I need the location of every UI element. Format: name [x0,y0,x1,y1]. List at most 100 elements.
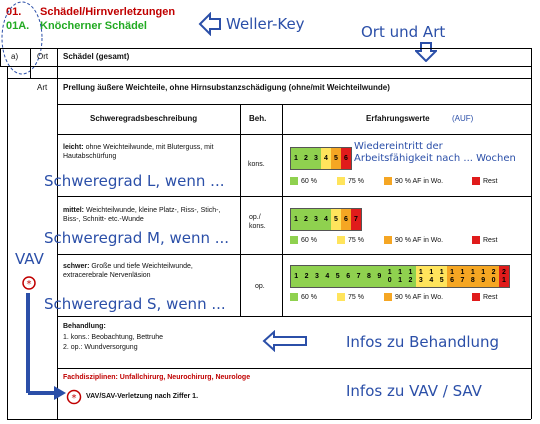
weller-key-label: Weller-Key [226,15,305,33]
row-leicht-desc: leicht: ohne Weichteilwunde, mit Bluterg… [63,144,214,160]
legend-label: 75 % [348,177,364,185]
col-schweregrad-header: Schweregradsbeschreibung [90,114,198,123]
behandlung-item-2: 2. op.: Wundversorgung [63,344,138,351]
auf-week-cell: 1 [291,148,301,169]
legend-label: 75 % [348,293,364,301]
row-schwer-beh: op. [255,283,265,290]
auf-week-cell: 3 [311,266,323,287]
vav-star-icon: * [66,389,82,405]
col-erfahrung-header: Erfahrungswerte [366,114,430,123]
auf-week-cell: 5 [332,266,343,287]
ort-und-art-label: Ort und Art [361,23,446,41]
auf-week-cell: 4 [321,209,331,230]
behandlung-title: Behandlung: [63,323,106,330]
down-arrow-icon [415,42,437,62]
legend-item: Rest [472,177,497,185]
fachdisziplinen: Fachdisziplinen: Unfallchirurg, Neurochi… [63,374,251,381]
auf-week-cell: 7 [353,266,364,287]
auf-week-cell: 5 [331,148,341,169]
legend-label: 75 % [348,236,364,244]
auf-week-cell: 5 [331,209,341,230]
legend-item: Rest [472,293,497,301]
auf-week-cell: 4 [321,148,331,169]
legend-item: 75 % [337,177,364,185]
auf-week-cell: 9 [374,266,385,287]
auf-week-cell: 2 [301,209,311,230]
svg-text:*: * [27,279,32,290]
legend-swatch [290,293,298,301]
legend-item: 75 % [337,236,364,244]
auf-week-cell: 1 [291,209,301,230]
legend-swatch [337,293,345,301]
auf-week-cell: 4 [322,266,333,287]
vav-label: VAV [15,250,44,268]
legend-swatch [384,293,392,301]
schweregrad-s-label: Schweregrad S, wenn ... [44,295,226,313]
art-value: Prellung äußere Weichteile, ohne Hirnsub… [63,83,390,92]
legend-label: Rest [483,293,498,301]
schweregrad-l-label: Schweregrad L, wenn ... [44,172,225,190]
auf-week-cell: 7 [351,209,361,230]
col-auf-header: (AUF) [452,114,474,123]
chapter-title: Schädel/Hirnverletzungen [40,6,176,18]
auf-week-cell: 3 [311,209,321,230]
left-arrow-icon [198,12,221,36]
key-highlight-oval [1,1,43,75]
auf-week-cell: 3 [311,148,321,169]
vav-sav-text: VAV/SAV-Verletzung nach Ziffer 1. [86,393,199,400]
vav-connector-arrow: * [22,276,66,400]
legend-item: 90 % AF in Wo. [384,177,443,185]
auf-week-cell: 2 [301,266,312,287]
legend-item: Rest [472,236,497,244]
auf-week-cell: 1 [291,266,302,287]
col-beh-header: Beh. [249,114,267,123]
legend-label: 60 % [301,236,317,244]
row-schwer-desc: schwer: Große und tiefe Weichteilwunde, … [63,263,193,279]
legend-swatch [384,177,392,185]
legend-swatch [290,177,298,185]
col-a-label: a) [11,52,19,61]
row-leicht-beh: kons. [248,161,265,168]
subchapter-code: 01A. [6,20,30,32]
legend-swatch [384,236,392,244]
legend-item: 75 % [337,293,364,301]
row-mittel-desc: mittel: Weichteilwunde, kleine Platz-, R… [63,207,221,223]
legend-label: 90 % AF in Wo. [395,177,444,185]
chapter-code: 01. [6,6,22,18]
auf-week-cell: 6 [342,266,354,287]
schweregrad-m-label: Schweregrad M, wenn ... [44,229,230,247]
legend-swatch [337,177,345,185]
legend-swatch [337,236,345,244]
legend-swatch [472,177,480,185]
wiedereintritt-label: Wiedereintritt der Arbeitsfähigkeit nach… [354,141,516,164]
legend-label: Rest [483,236,498,244]
legend-swatch [472,236,480,244]
col-art-label: Art [37,83,48,92]
legend-swatch [290,236,298,244]
legend-swatch [472,293,480,301]
left-arrow-icon [262,330,307,352]
legend-item: 60 % [290,293,317,301]
legend-item: 90 % AF in Wo. [384,293,443,301]
row-mittel-beh: op./ kons. [249,214,266,230]
infos-vav-sav-label: Infos zu VAV / SAV [346,382,482,400]
legend-item: 60 % [290,236,317,244]
legend-item: 60 % [290,177,317,185]
legend-label: 60 % [301,293,317,301]
col-ort-label: Ort [37,52,49,61]
legend-label: 60 % [301,177,317,185]
auf-week-cell: 6 [341,209,351,230]
legend-label: 90 % AF in Wo. [395,236,444,244]
